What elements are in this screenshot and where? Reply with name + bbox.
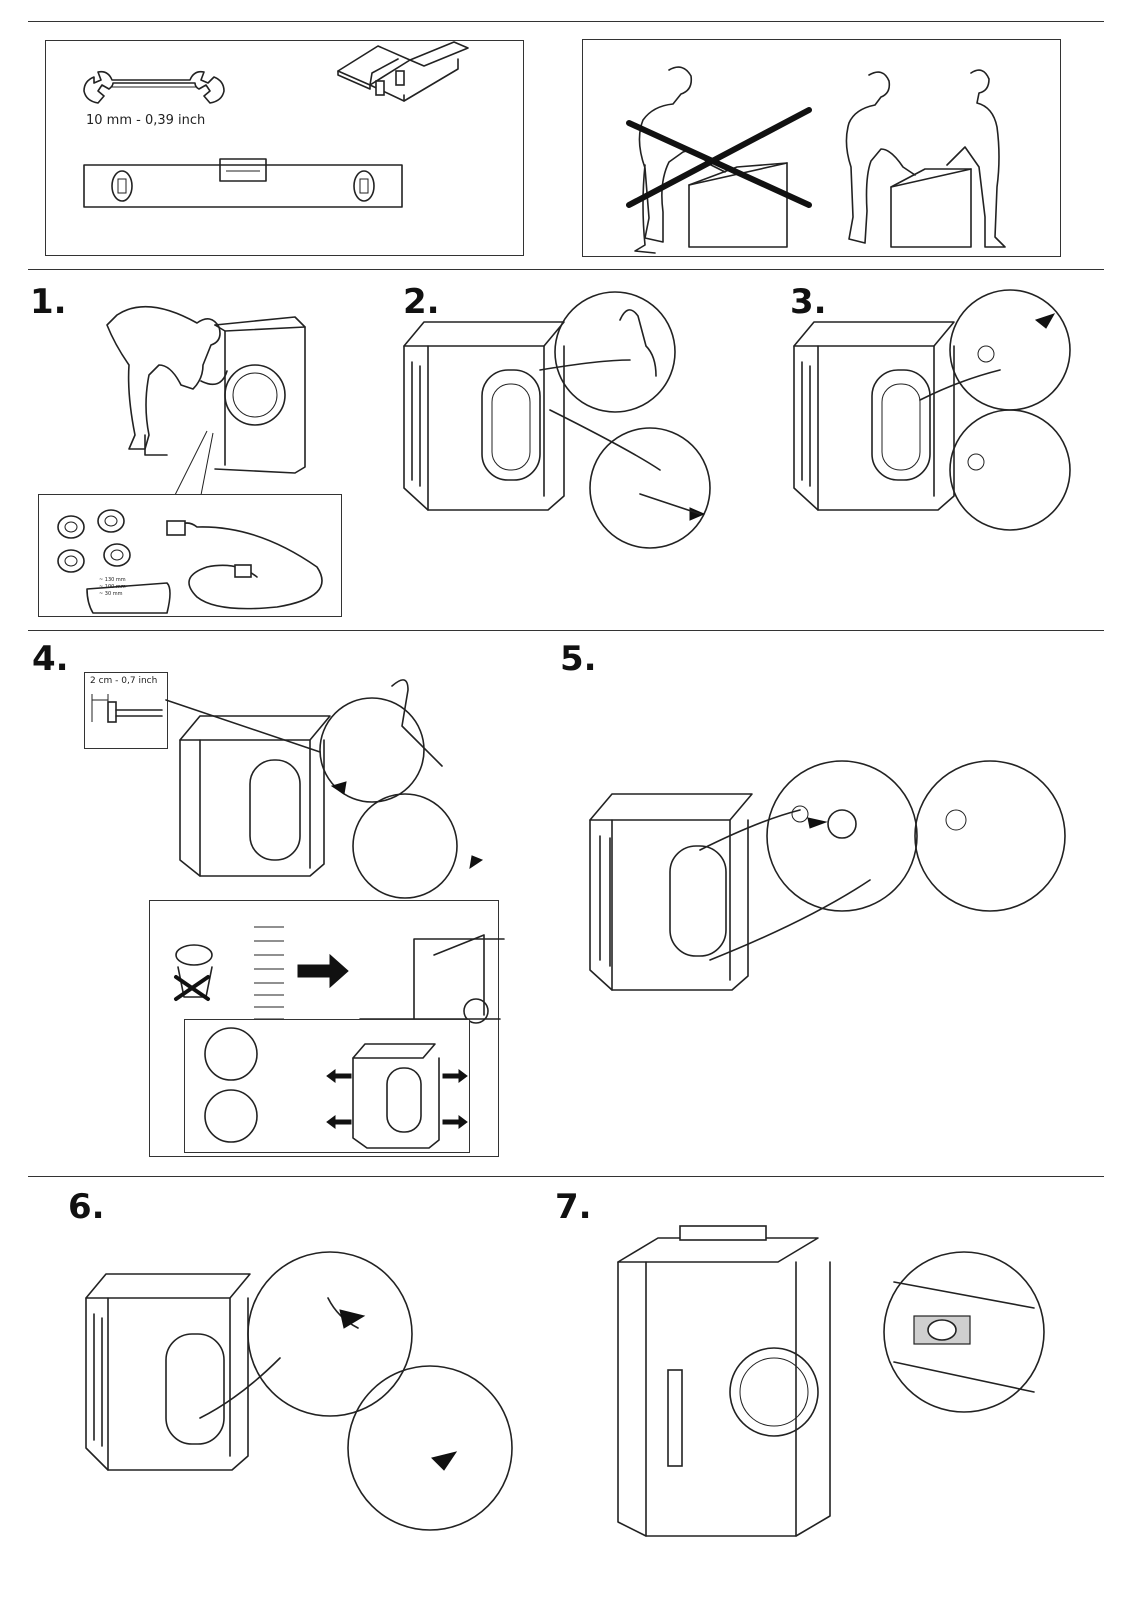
step-4-keep-bolts bbox=[165, 679, 484, 899]
bolt-reinstall-panel bbox=[184, 1019, 470, 1153]
bolt-storage-illustration bbox=[174, 926, 505, 1024]
step-4-storage-panel bbox=[149, 900, 505, 1157]
accessories-illustration bbox=[57, 509, 323, 614]
lifting-illustration bbox=[626, 66, 1006, 254]
accessory-label-3: ~ 30 mm bbox=[99, 591, 123, 597]
spacer-detail-illustration bbox=[91, 694, 163, 723]
step-1-number: 1. bbox=[30, 282, 67, 322]
step-1-person-opening-door bbox=[106, 305, 306, 496]
bolt-reinstall-illustration bbox=[204, 1027, 468, 1149]
step-6-number: 6. bbox=[68, 1187, 105, 1227]
step-4-number: 4. bbox=[32, 639, 69, 679]
step-2-remove-transport-bolts bbox=[403, 291, 711, 549]
wrench-size-label: 10 mm - 0,39 inch bbox=[86, 113, 206, 128]
step-7-number: 7. bbox=[555, 1187, 592, 1227]
step-2-number: 2. bbox=[403, 282, 440, 322]
top-rule bbox=[28, 21, 1104, 22]
step-3-number: 3. bbox=[790, 282, 827, 322]
section-divider-2 bbox=[28, 630, 1104, 631]
section-divider-3 bbox=[28, 1176, 1104, 1177]
lifting-warning-panel bbox=[582, 39, 1061, 257]
accessory-label-2: ~ 100 mm bbox=[99, 584, 126, 590]
spirit-level-icon bbox=[83, 158, 403, 208]
step-7-level-machine bbox=[617, 1225, 1045, 1537]
tools-panel: 10 mm - 0,39 inch bbox=[45, 40, 524, 256]
step-6-release-hose bbox=[85, 1251, 513, 1531]
step-5-number: 5. bbox=[560, 639, 597, 679]
toolbox-icon bbox=[337, 41, 469, 102]
step-3-remove-hose bbox=[793, 289, 1071, 531]
step-1-accessories-panel: ~ 130 mm ~ 100 mm ~ 30 mm bbox=[38, 494, 342, 617]
wrench-icon bbox=[83, 70, 225, 104]
section-divider-1 bbox=[28, 269, 1104, 270]
spacer-measurement-label: 2 cm - 0,7 inch bbox=[90, 676, 158, 686]
accessory-label-1: ~ 130 mm bbox=[99, 577, 126, 583]
step-5-insert-caps bbox=[589, 760, 1066, 991]
